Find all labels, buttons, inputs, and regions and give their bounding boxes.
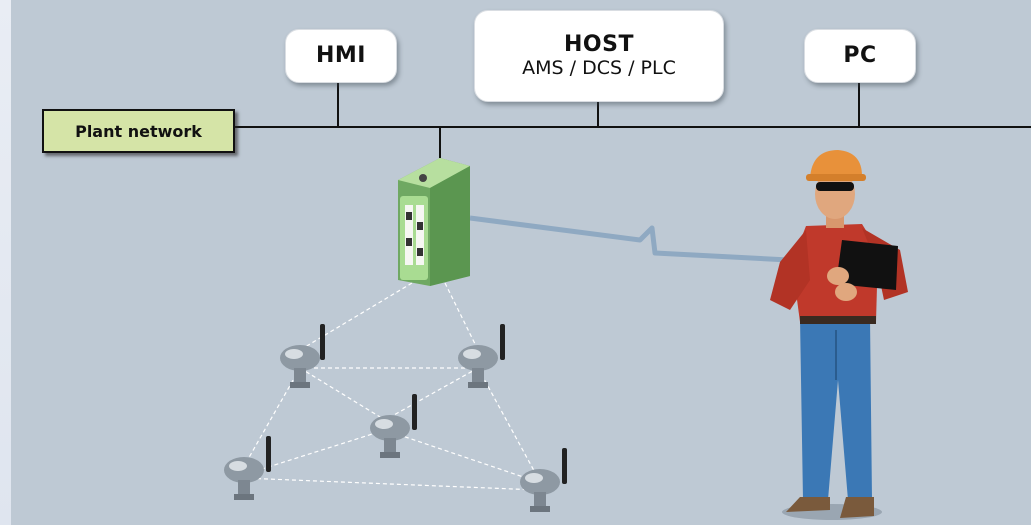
hmi-title: HMI [316, 43, 366, 68]
pc-box: PC [804, 29, 916, 83]
plant-network-label: Plant network [42, 109, 235, 153]
hmi-box: HMI [285, 29, 397, 83]
pc-title: PC [843, 43, 877, 68]
host-subtitle: AMS / DCS / PLC [522, 57, 676, 79]
host-title: HOST [564, 32, 634, 57]
wireless-gateway-icon [398, 158, 470, 286]
technician-with-handheld-icon [770, 150, 908, 520]
host-box: HOST AMS / DCS / PLC [474, 10, 724, 102]
wireless-transmitter-icon [280, 324, 325, 388]
wireless-transmitter-icon [224, 436, 271, 500]
wireless-link-icon [469, 215, 829, 265]
wireless-transmitter-icon [458, 324, 505, 388]
left-margin-strip [0, 0, 11, 525]
wireless-transmitter-icon [370, 394, 417, 458]
wireless-transmitter-icon [520, 448, 567, 512]
mesh-links [242, 282, 539, 491]
